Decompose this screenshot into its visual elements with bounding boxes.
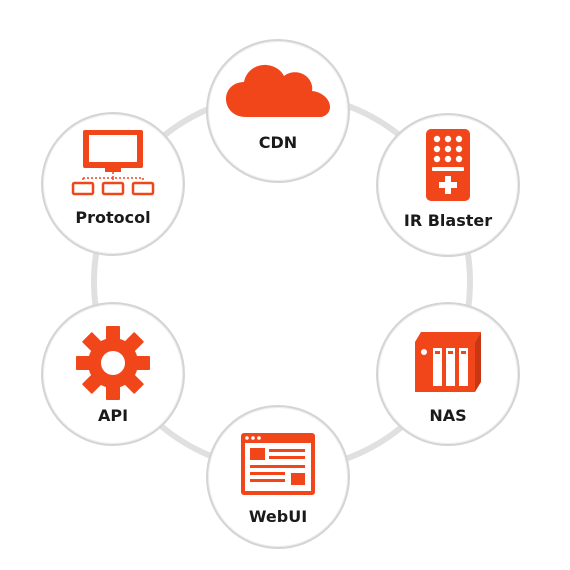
network-monitor-icon (71, 130, 155, 196)
node-label: NAS (429, 406, 467, 425)
node-webui: WebUI (206, 405, 350, 549)
node-label: WebUI (248, 507, 308, 526)
node-label: Protocol (75, 208, 151, 227)
node-label: CDN (258, 133, 298, 152)
cloud-icon (226, 64, 330, 117)
node-label: IR Blaster (403, 211, 493, 230)
node-api: API (41, 302, 185, 446)
node-label: API (97, 406, 129, 425)
gear-icon (76, 326, 150, 400)
nas-storage-icon (415, 332, 481, 392)
browser-window-icon (241, 433, 315, 495)
node-nas: NAS (376, 302, 520, 446)
node-cdn: CDN (206, 39, 350, 183)
node-ir-blaster: IR Blaster (376, 113, 520, 257)
remote-control-icon (426, 129, 470, 201)
node-protocol: Protocol (41, 112, 185, 256)
